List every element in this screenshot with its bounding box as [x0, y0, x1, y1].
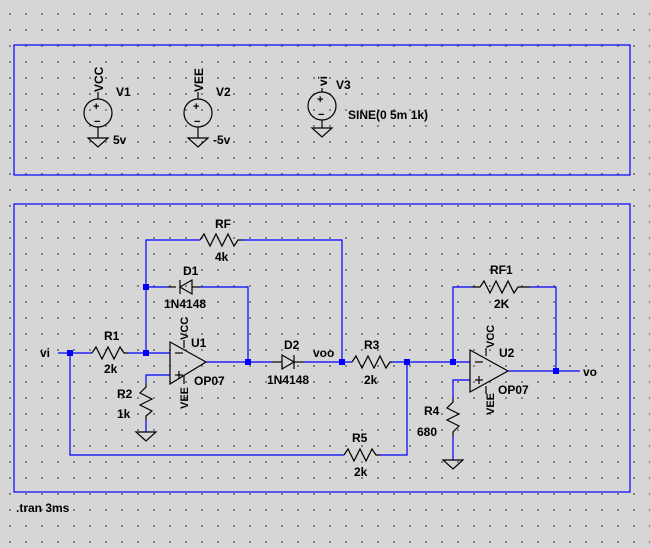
rf-name: RF — [215, 217, 231, 231]
ground-icon — [310, 127, 334, 138]
v3-net-label: vi — [316, 76, 330, 86]
u2-vee-label: VEE — [485, 393, 497, 415]
rf1-name: RF1 — [490, 263, 513, 277]
v2-name: V2 — [216, 85, 231, 99]
sources-frame — [13, 44, 631, 176]
svg-text:+: + — [93, 101, 99, 113]
u1-vee-label: VEE — [179, 387, 191, 409]
opamp-u1[interactable]: VCC VEE U1 OP07 — [169, 317, 225, 409]
u1-name: U1 — [191, 336, 207, 350]
net-label-voo: voo — [313, 346, 334, 360]
diode-d2[interactable]: D2 1N4148 — [267, 338, 309, 387]
diode-d1[interactable]: D1 1N4148 — [164, 264, 206, 311]
r3-value: 2k — [364, 373, 378, 387]
junctions — [67, 284, 559, 374]
svg-text:−: − — [318, 109, 324, 121]
v2-value: -5v — [213, 133, 231, 147]
r2-value: 1k — [117, 407, 131, 421]
d1-name: D1 — [183, 264, 199, 278]
u1-vcc-label: VCC — [179, 317, 191, 340]
r2-name: R2 — [117, 387, 133, 401]
ground-icon — [441, 459, 465, 470]
r4-value: 680 — [417, 425, 437, 439]
r1-value: 2k — [104, 362, 118, 376]
r3-name: R3 — [364, 338, 380, 352]
svg-text:−: − — [194, 116, 200, 128]
v3-name: V3 — [336, 78, 351, 92]
resistor-r1[interactable]: R1 2k — [91, 329, 128, 376]
svg-text:+: + — [317, 94, 323, 106]
r5-name: R5 — [352, 431, 368, 445]
r1-name: R1 — [104, 329, 120, 343]
ground-icon — [86, 137, 110, 148]
d2-name: D2 — [284, 338, 300, 352]
d1-model: 1N4148 — [164, 297, 206, 311]
net-label-vi: vi — [40, 346, 50, 360]
v2-net-label: VEE — [192, 68, 206, 92]
resistor-r2[interactable]: R2 1k — [117, 383, 158, 442]
resistor-rf1[interactable]: RF1 2K — [472, 263, 530, 311]
net-label-vo: vo — [583, 365, 597, 379]
r5-value: 2k — [354, 465, 368, 479]
resistor-rf[interactable]: RF 4k — [199, 217, 242, 264]
v3-value: SINE(0 5m 1k) — [348, 108, 428, 122]
u2-vcc-label: VCC — [485, 325, 497, 348]
rf1-value: 2K — [494, 297, 510, 311]
svg-text:−: − — [94, 116, 100, 128]
opamp-u2[interactable]: VCC VEE U2 OP07 — [469, 325, 529, 415]
d2-model: 1N4148 — [267, 373, 309, 387]
svg-text:+: + — [193, 101, 199, 113]
voltage-source-v3[interactable]: + − vi V3 SINE(0 5m 1k) — [307, 76, 428, 138]
u2-name: U2 — [499, 346, 515, 360]
rf-value: 4k — [215, 250, 229, 264]
ground-icon — [134, 431, 158, 442]
ground-icon — [186, 137, 210, 148]
spice-directive[interactable]: .tran 3ms — [16, 501, 70, 515]
circuit-frame — [13, 203, 631, 493]
v1-value: 5v — [113, 133, 127, 147]
resistor-r3[interactable]: R3 2k — [351, 338, 392, 387]
voltage-source-v1[interactable]: + − VCC V1 5v — [83, 66, 131, 148]
u1-model: OP07 — [194, 374, 225, 388]
v1-net-label: VCC — [92, 66, 106, 92]
u2-model: OP07 — [498, 383, 529, 397]
resistor-r5[interactable]: R5 2k — [343, 431, 380, 479]
v1-name: V1 — [116, 85, 131, 99]
voltage-source-v2[interactable]: + − VEE V2 -5v — [183, 68, 231, 148]
resistor-r4[interactable]: R4 680 — [417, 398, 465, 470]
r4-name: R4 — [424, 404, 440, 418]
